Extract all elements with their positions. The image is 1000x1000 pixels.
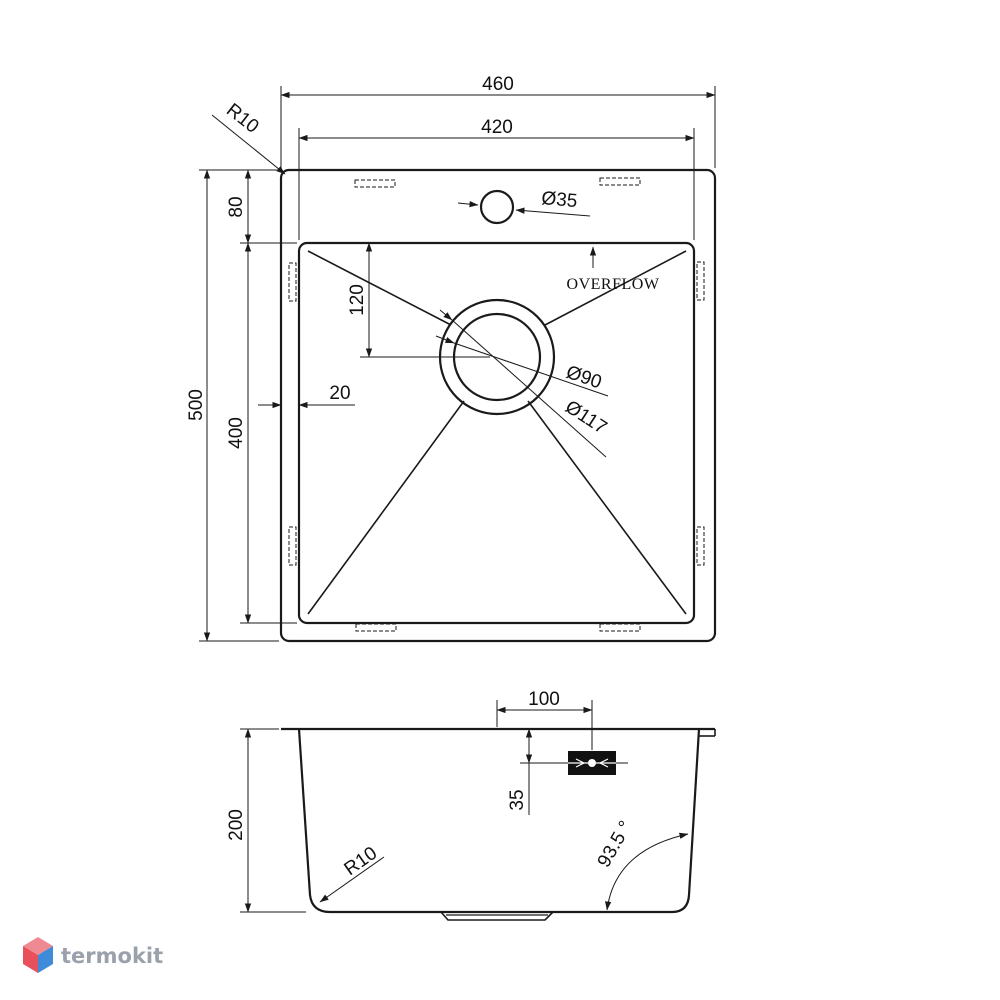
dim-wall-angle: 93.5 ° (594, 817, 637, 871)
termokit-cube-icon (23, 937, 53, 973)
top-view: 460 420 R10 500 80 400 20 120 Ø35 (186, 74, 717, 643)
bowl-slope-lines (307, 250, 687, 615)
dim-side-drain-offset: 100 (528, 689, 560, 710)
dim-height-total: 500 (186, 389, 207, 421)
dim-width-outer: 460 (482, 74, 514, 95)
dim-drain-outer: Ø117 (561, 397, 610, 439)
sink-profile (297, 728, 701, 914)
mounting-clips (288, 177, 705, 632)
drain-body (440, 911, 554, 921)
termokit-logo: termokit (23, 937, 163, 973)
dim-corner-radius: R10 (222, 100, 262, 138)
sink-inner-bowl (297, 241, 696, 625)
side-view: 100 35 200 R10 93.5 ° (226, 689, 716, 921)
dim-width-inner: 420 (481, 117, 513, 138)
dim-offset-top: 80 (226, 196, 247, 217)
dim-height-inner: 400 (226, 417, 247, 449)
tap-hole-circle (479, 189, 515, 225)
overflow-label: OVERFLOW (567, 276, 660, 293)
termokit-brand-text: termokit (61, 944, 163, 968)
dim-overflow-depth: 35 (507, 789, 528, 810)
dim-depth: 200 (226, 809, 247, 841)
dim-offset-side: 20 (329, 383, 350, 404)
dim-drain-inner: Ø90 (563, 362, 604, 394)
dim-drain-offset: 120 (347, 284, 368, 316)
dim-bottom-radius: R10 (341, 843, 382, 880)
dim-tap-hole: Ø35 (541, 188, 579, 212)
